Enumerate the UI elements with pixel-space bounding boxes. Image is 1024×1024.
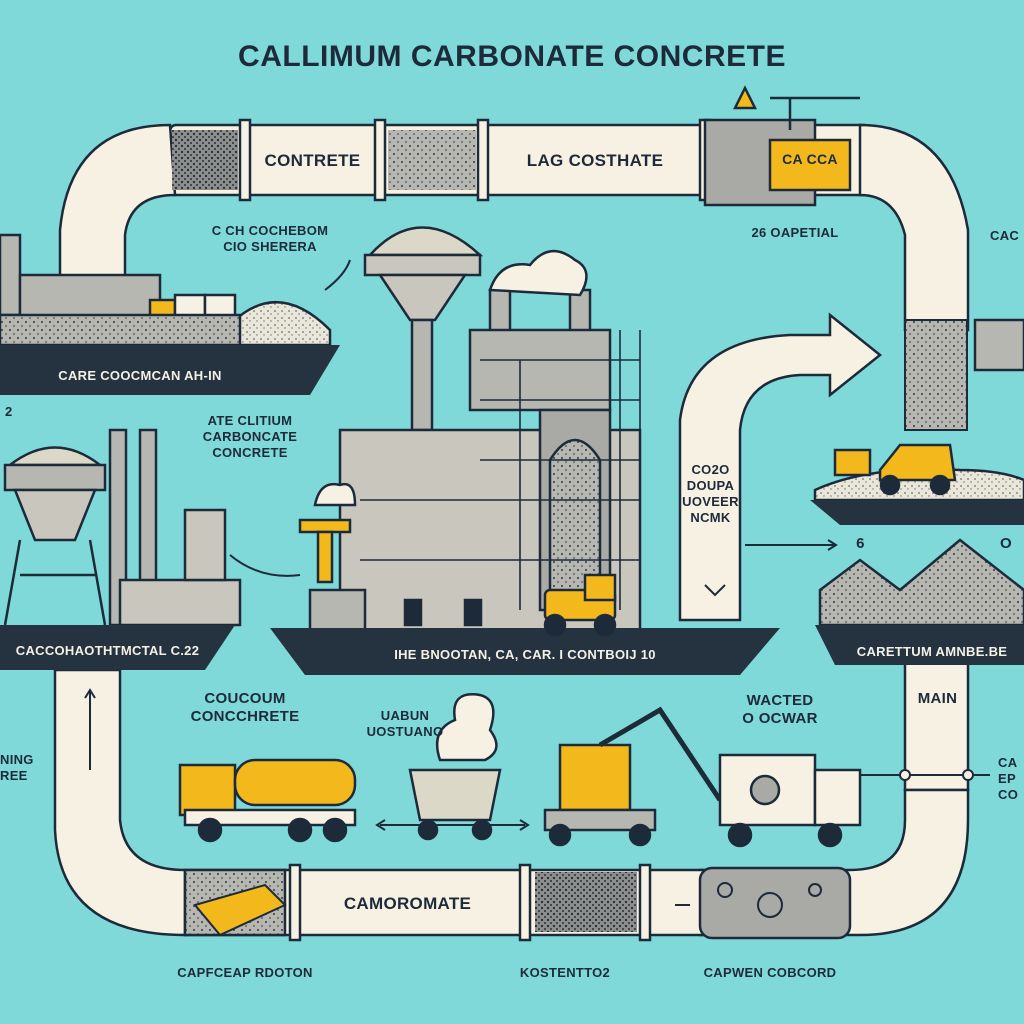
note-edge-right-top: CAC [990, 228, 1020, 243]
barge-label-center: IHE BNOOTAN, CA, CAR. I CONTBOIJ 10 [394, 647, 656, 662]
barge-label-left: CACCOHAOTHTMCTAL C.22 [15, 643, 200, 658]
connector-arrows [84, 259, 990, 906]
right-barge [815, 625, 1024, 665]
note-co2: CO2O DOUPA UOVEER NCMK [682, 462, 739, 525]
note-main: MAIN [917, 690, 958, 707]
mixer-truck [178, 758, 357, 843]
right-pipe-fill [904, 319, 968, 431]
pipe-fill-4 [698, 866, 852, 940]
top-right-elbow [858, 123, 970, 332]
left-silo-plant [3, 428, 242, 627]
barge-label-right: CARETTUM AMNBE.BE [856, 644, 1008, 659]
right-lower-pipe [903, 648, 970, 792]
bottom-left-elbow [53, 668, 187, 937]
note-uabun: UABUN UOSTUANO [366, 708, 444, 739]
pipe-label-bottom: CAMOROMATE [343, 894, 472, 913]
central-factory [298, 226, 642, 632]
top-right-hopper [703, 85, 860, 207]
note-calcium: ATE CLITIUM CARBONCATE CONCRETE [202, 413, 298, 460]
center-arrow [678, 312, 883, 622]
caption-bottom-right: CAPWEN COBCORD [703, 965, 837, 980]
note-edge-left-bottom: NING REE [0, 752, 34, 783]
right-upper-barge [810, 500, 1024, 525]
number-six: 6 [856, 535, 865, 552]
caption-bottom-left: CAPFCEAP RDOTON [177, 965, 313, 980]
note-wacted: WACTED O OCWAR [742, 692, 818, 727]
note-coucum: COUCOUM CONCCHRETE [190, 690, 300, 725]
center-barge [270, 628, 780, 675]
number-two: 2 [5, 404, 13, 419]
excavator [543, 706, 723, 847]
scaffolding [360, 330, 641, 610]
note-top-right: 26 OAPETIAL [751, 225, 839, 240]
right-loader-area [813, 318, 1024, 502]
top-left-plant [0, 233, 332, 347]
barge-label-top-left: CARE COOCMCAN AH-IN [58, 368, 222, 383]
caption-bottom-middle: KOSTENTTO2 [519, 965, 611, 980]
pipe-fill-1 [172, 130, 238, 190]
diagram-title: CALLIMUM CARBONATE CONCRETE [238, 40, 786, 73]
top-left-barge [0, 345, 340, 395]
note-edge-right-mid: O [1000, 535, 1012, 552]
right-aggregate [818, 538, 1024, 627]
center-loader [543, 573, 617, 637]
hopper-sign: CA CCA [782, 151, 838, 167]
box-truck [718, 753, 862, 848]
pipe-fill-2 [388, 130, 476, 190]
pipe-label-top-right: LAG COSTHATE [526, 151, 664, 170]
pipe-label-top-left: CONTRETE [264, 151, 361, 170]
pipe-fill-3 [535, 872, 637, 932]
note-edge-right-bottom: CA EP CO [998, 755, 1019, 802]
left-barge [0, 625, 235, 670]
note-top-center: C CH COCHEBOM CIO SHERERA [211, 223, 329, 254]
